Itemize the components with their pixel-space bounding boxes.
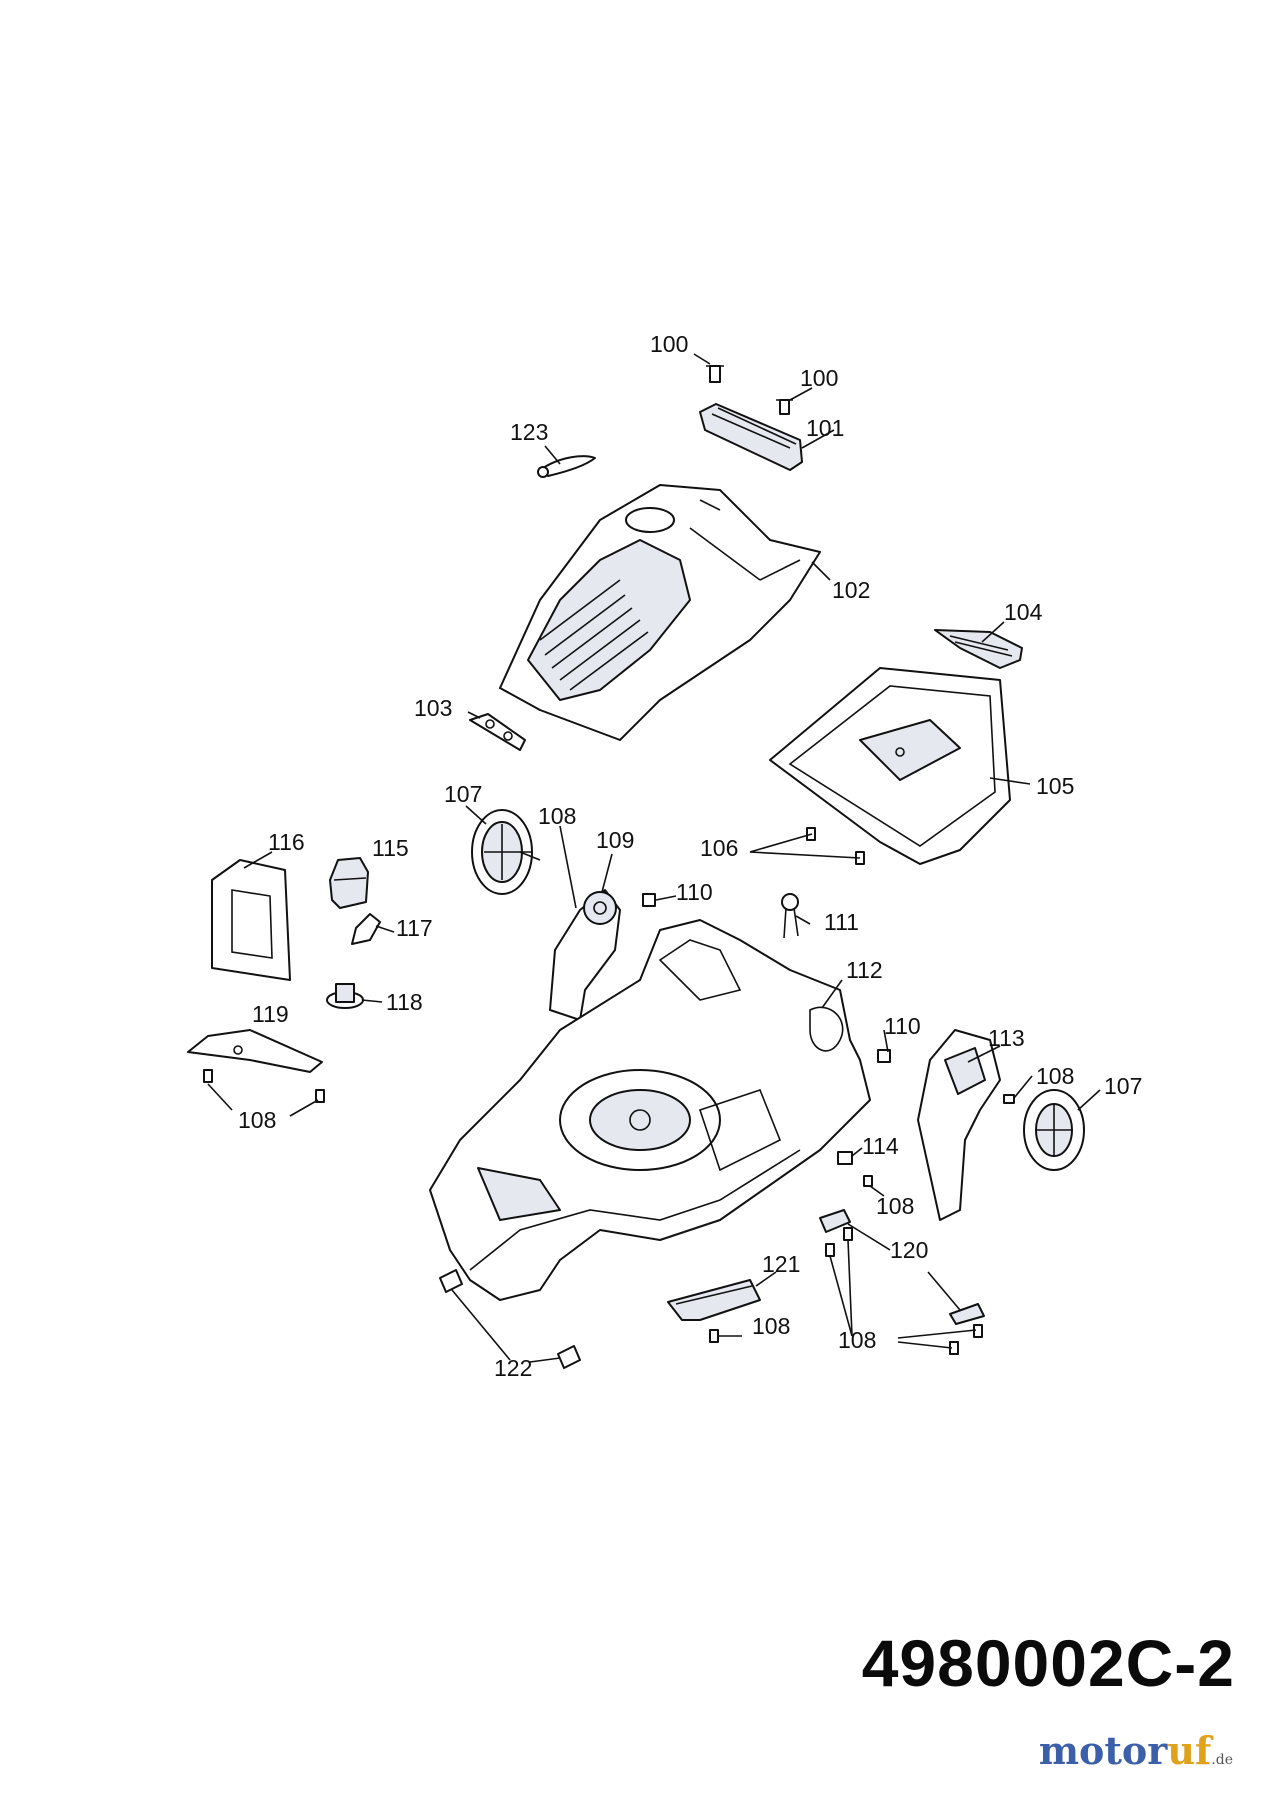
callout-105: 105 xyxy=(1036,773,1074,799)
part-120-hinge xyxy=(819,1209,851,1233)
callout-109: 109 xyxy=(596,827,634,853)
callout-112: 112 xyxy=(846,957,883,983)
part-106-screws xyxy=(806,827,865,865)
callout-122: 122 xyxy=(494,1355,532,1381)
callout-115: 115 xyxy=(372,835,409,861)
callout-116: 116 xyxy=(268,829,305,855)
part-112-deck xyxy=(429,919,871,1301)
callout-107: 107 xyxy=(1104,1073,1142,1099)
callout-108: 108 xyxy=(752,1313,790,1339)
part-117-clip xyxy=(351,913,381,945)
part-108-screw xyxy=(709,1329,719,1343)
brand-tld: .de xyxy=(1211,1752,1233,1768)
part-102-upper-housing xyxy=(499,484,821,741)
part-122-clip xyxy=(439,1269,463,1293)
callout-108: 108 xyxy=(838,1327,876,1353)
part-111-spring xyxy=(781,893,799,939)
part-114-bushing xyxy=(837,1151,853,1165)
part-110-nut xyxy=(877,1049,891,1063)
part-107-wheel-right xyxy=(1023,1089,1085,1171)
part-105-lid-panel xyxy=(769,667,1011,865)
part-113-side-cover-right xyxy=(917,1029,1001,1221)
part-104-grip-pad xyxy=(934,629,1023,669)
part-108-screw xyxy=(863,1175,873,1187)
callout-120: 120 xyxy=(890,1237,928,1263)
part-122-clip xyxy=(557,1345,581,1369)
callout-104: 104 xyxy=(1004,599,1043,625)
part-108-screws xyxy=(203,1069,325,1103)
callout-100: 100 xyxy=(650,331,688,357)
part-116-panel xyxy=(211,859,291,981)
brand-name-main: motor xyxy=(1038,1728,1168,1773)
part-121-flap xyxy=(667,1279,761,1321)
callout-114: 114 xyxy=(862,1133,899,1159)
callout-118: 118 xyxy=(386,989,423,1015)
callout-111: 111 xyxy=(824,909,859,935)
leader-lines xyxy=(207,353,1101,1363)
callout-119: 119 xyxy=(252,1001,289,1027)
callout-108: 108 xyxy=(538,803,576,829)
callout-101: 101 xyxy=(806,415,844,441)
part-123-cable-clip xyxy=(537,455,596,478)
part-100-screw xyxy=(706,365,724,383)
callout-107: 107 xyxy=(444,781,482,807)
part-107-wheel-left xyxy=(471,809,541,895)
part-103-bracket xyxy=(469,713,526,751)
callout-102: 102 xyxy=(832,577,870,603)
callout-106: 106 xyxy=(700,835,738,861)
callout-123: 123 xyxy=(510,419,548,445)
callout-110: 110 xyxy=(676,879,713,905)
callout-110: 110 xyxy=(884,1013,921,1039)
part-100-screw xyxy=(776,399,793,415)
part-108-screw xyxy=(1003,1094,1015,1104)
part-110-nut xyxy=(642,893,656,907)
part-115-switch-housing xyxy=(329,857,369,909)
brand-logo: motoruf.de xyxy=(1039,1728,1233,1773)
callout-103: 103 xyxy=(414,695,452,721)
part-101-handle-grip xyxy=(699,403,803,471)
callout-108: 108 xyxy=(238,1107,276,1133)
part-119-guide-plate xyxy=(187,1029,323,1073)
callout-100: 100 xyxy=(800,365,838,391)
callout-121: 121 xyxy=(762,1251,800,1277)
callout-108: 108 xyxy=(876,1193,914,1219)
callout-117: 117 xyxy=(396,915,433,941)
callout-108: 108 xyxy=(1036,1063,1074,1089)
part-120-hinge xyxy=(949,1303,985,1325)
callout-labels: 100 100 101 123 102 104 103 105 107 108 … xyxy=(238,331,1142,1381)
brand-name-accent: uf xyxy=(1167,1728,1212,1773)
part-118-knob xyxy=(326,983,364,1009)
callout-113: 113 xyxy=(988,1025,1025,1051)
drawing-number: 4980002C-2 xyxy=(861,1626,1235,1700)
part-109-side-cover-left xyxy=(549,889,621,1021)
